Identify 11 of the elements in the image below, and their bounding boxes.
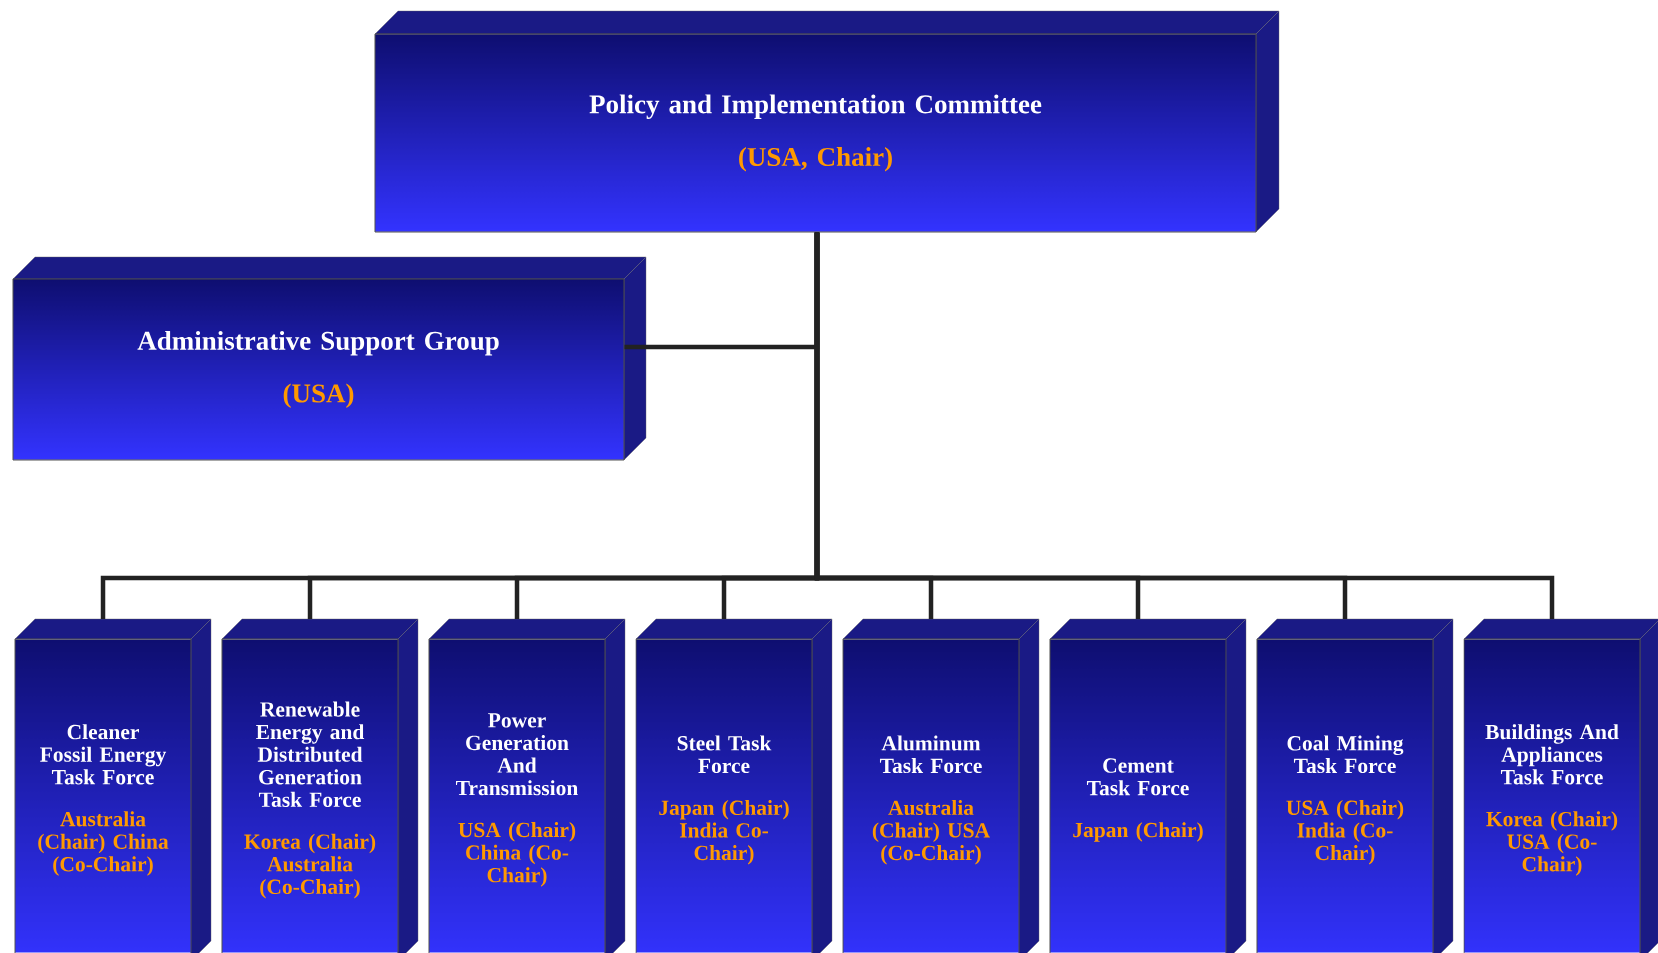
org-box: Power Generation And Transmission USA (Chair) China (Co-Chair) [428, 618, 626, 953]
org-box: Cement Task Force Japan (Chair) [1049, 618, 1247, 953]
org-box: Administrative Support Group (USA) [12, 256, 647, 461]
org-box: Buildings And Appliances Task Force Korea (Chair) USA (Co-Chair) [1463, 618, 1658, 953]
connector-line [814, 232, 1555, 619]
org-box: Aluminum Task Force Australia (Chair) USA (Co-Chair) [842, 618, 1040, 953]
org-box: Steel Task Force Japan (Chair) India Co-Chair) [635, 618, 833, 953]
org-box: Coal Mining Task Force USA (Chair) India (Co-Chair) [1256, 618, 1454, 953]
org-box: Policy and Implementation Committee (USA, Chair) [374, 10, 1280, 233]
org-box: Cleaner Fossil Energy Task Force Australia (Chair) China (Co-Chair) [14, 618, 212, 953]
org-box: Renewable Energy and Distributed Generation Task Force Korea (Chair) Australia (Co-Chair) [221, 618, 419, 953]
